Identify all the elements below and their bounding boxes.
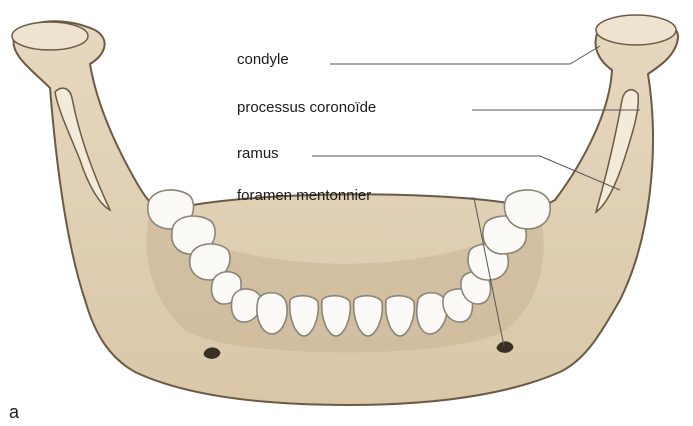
- condyle-leader: [330, 46, 600, 64]
- right-condyle: [596, 15, 676, 45]
- label-condyle: condyle: [237, 52, 289, 67]
- label-ramus: ramus: [237, 146, 279, 161]
- right-mental-foramen: [497, 342, 513, 353]
- left-condyle: [12, 22, 88, 50]
- label-coronoid-process: processus coronoïde: [237, 100, 376, 115]
- left-mental-foramen: [204, 348, 220, 359]
- figure-letter: a: [9, 402, 19, 423]
- label-mental-foramen: foramen mentonnier: [237, 188, 371, 203]
